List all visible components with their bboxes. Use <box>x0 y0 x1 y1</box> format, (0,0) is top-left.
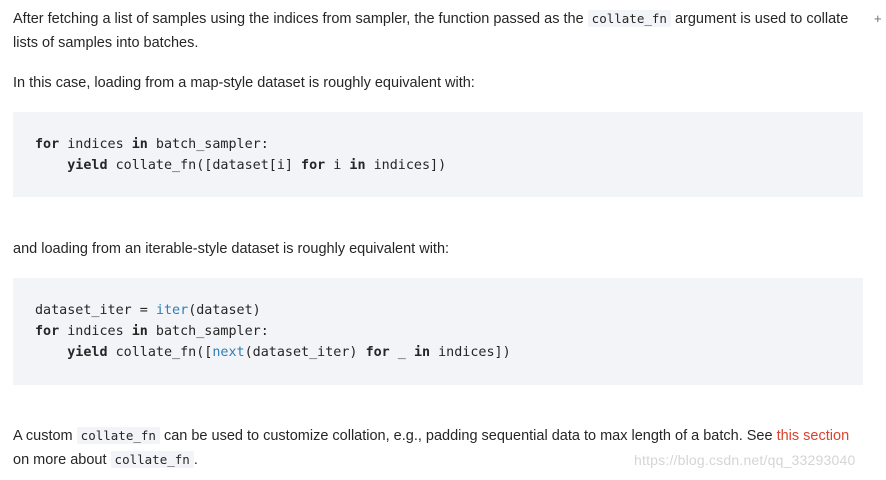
builtin-function: next <box>212 345 245 360</box>
keyword: in <box>131 324 148 339</box>
code-line: for indices in batch_sampler: <box>35 134 841 155</box>
code-block-iterable-style: dataset_iter = iter(dataset) for indices… <box>13 278 863 385</box>
code-text: indices <box>59 324 132 339</box>
indent <box>35 158 67 173</box>
plus-icon[interactable]: + <box>874 11 882 26</box>
code-text: batch_sampler: <box>147 324 269 339</box>
code-text: batch_sampler: <box>147 137 269 152</box>
code-text: indices]) <box>430 345 511 360</box>
inline-code-collate-fn: collate_fn <box>110 451 194 468</box>
code-text: indices]) <box>365 158 447 173</box>
keyword: in <box>413 345 431 360</box>
indent <box>35 345 67 360</box>
paragraph-iterable-style: and loading from an iterable-style datas… <box>13 241 450 257</box>
code-text: indices <box>59 137 132 152</box>
code-text: collate_fn([dataset[i] <box>107 158 302 173</box>
text: can be used to customize collation, e.g.… <box>159 428 777 444</box>
keyword: yield <box>67 158 108 173</box>
code-line: for indices in batch_sampler: <box>35 321 841 342</box>
text: . <box>193 452 198 468</box>
code-text: _ <box>389 345 414 360</box>
text: A custom <box>13 428 77 444</box>
keyword: for <box>301 158 326 173</box>
paragraph-custom-collate: A custom collate_fn can be used to custo… <box>13 424 863 472</box>
watermark: https://blog.csdn.net/qq_33293040 <box>634 452 856 468</box>
inline-code-collate-fn: collate_fn <box>76 427 160 444</box>
text: argument is used to collate lists of sam… <box>13 11 849 51</box>
inline-code-collate-fn: collate_fn <box>587 10 671 27</box>
paragraph-collate-intro: After fetching a list of samples using t… <box>13 7 863 55</box>
text: on more about <box>13 452 111 468</box>
keyword: in <box>349 158 366 173</box>
builtin-function: iter <box>155 303 189 318</box>
paragraph-map-style: In this case, loading from a map-style d… <box>13 75 475 91</box>
keyword: for <box>35 324 60 339</box>
code-block-map-style: for indices in batch_sampler: yield coll… <box>13 112 863 197</box>
code-text: (dataset_iter) <box>244 345 366 360</box>
code-line: yield collate_fn([dataset[i] for i in in… <box>35 155 841 176</box>
keyword: yield <box>67 345 108 360</box>
code-line: yield collate_fn([next(dataset_iter) for… <box>35 342 841 363</box>
code-text: dataset_iter = <box>35 303 156 318</box>
code-text: i <box>325 158 350 173</box>
text: After fetching a list of samples using t… <box>13 11 588 27</box>
keyword: for <box>365 345 390 360</box>
this-section-link[interactable]: this section <box>776 428 850 444</box>
keyword: for <box>35 137 60 152</box>
code-text: collate_fn([ <box>107 345 213 360</box>
keyword: in <box>131 137 148 152</box>
code-line: dataset_iter = iter(dataset) <box>35 300 841 321</box>
code-text: (dataset) <box>188 303 261 318</box>
